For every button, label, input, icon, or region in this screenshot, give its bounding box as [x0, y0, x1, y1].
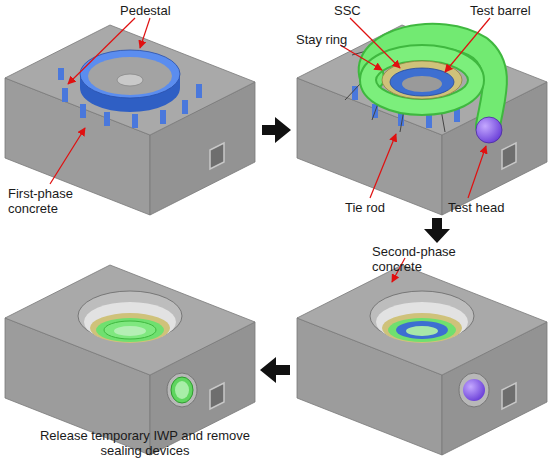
inlet-pipe-bore — [175, 381, 189, 399]
stay-ring — [90, 313, 170, 343]
part-label: Release temporary IWP and remove sealing… — [20, 428, 270, 458]
pedestal-block — [196, 84, 202, 98]
tie-rod — [345, 84, 360, 100]
inlet-pipe — [171, 377, 193, 403]
test-barrel — [396, 321, 448, 339]
pit-wall — [84, 302, 176, 342]
spiral-case-ring — [368, 53, 476, 107]
center-hole — [117, 74, 143, 86]
part-label: Tie rod — [345, 200, 405, 215]
leader-line — [370, 134, 396, 198]
step-arrow — [260, 357, 290, 383]
part-label: Second-phase concrete — [372, 244, 468, 274]
leader-line — [50, 128, 85, 184]
pedestal-block — [182, 100, 188, 114]
leader-line — [468, 146, 486, 198]
spiral-case-visible — [96, 318, 164, 342]
leader-line — [340, 45, 382, 70]
pedestal-block — [104, 112, 110, 126]
inlet-opening — [167, 373, 197, 407]
part-label: Stay ring — [296, 32, 366, 47]
step-arrow — [424, 218, 450, 243]
concrete-block — [5, 25, 255, 215]
pedestal-block — [160, 110, 166, 124]
step-arrow — [262, 117, 291, 143]
leader-line — [140, 18, 150, 48]
leader-line — [350, 18, 400, 68]
concrete-block — [297, 25, 547, 215]
leader-line — [68, 18, 135, 84]
barrel-bore — [114, 326, 146, 336]
spiral-case-visible — [388, 318, 456, 342]
pit-wall — [376, 302, 468, 342]
test-barrel — [390, 68, 454, 96]
concrete-block — [5, 265, 255, 455]
part-label: Test head — [448, 200, 528, 215]
spiral-case-group — [345, 36, 502, 143]
pedestal-block — [62, 88, 68, 102]
leader-line — [445, 18, 490, 72]
pedestal-group — [58, 50, 202, 128]
pedestal-block — [58, 68, 64, 80]
released-case-group — [78, 291, 197, 407]
part-label: Test barrel — [470, 3, 548, 18]
spiral-case-ring-outline — [368, 53, 476, 107]
case-interior — [104, 321, 156, 339]
concrete-block — [297, 265, 547, 455]
part-label: First-phase concrete — [8, 186, 86, 216]
inlet-opening — [459, 373, 489, 407]
pedestal-block — [132, 114, 138, 128]
barrel-bore — [406, 326, 438, 336]
test-head — [476, 117, 502, 143]
embedded-case-group — [370, 291, 489, 407]
pedestal-ring-inner — [88, 57, 172, 95]
part-label: Pedestal — [120, 3, 200, 18]
test-head — [463, 379, 485, 401]
barrel-bore — [402, 76, 442, 92]
stay-ring — [382, 313, 462, 343]
pedestal-block — [352, 86, 358, 100]
pedestal-block — [426, 114, 432, 128]
part-label: SSC — [334, 3, 374, 18]
pedestal-block — [80, 104, 86, 118]
